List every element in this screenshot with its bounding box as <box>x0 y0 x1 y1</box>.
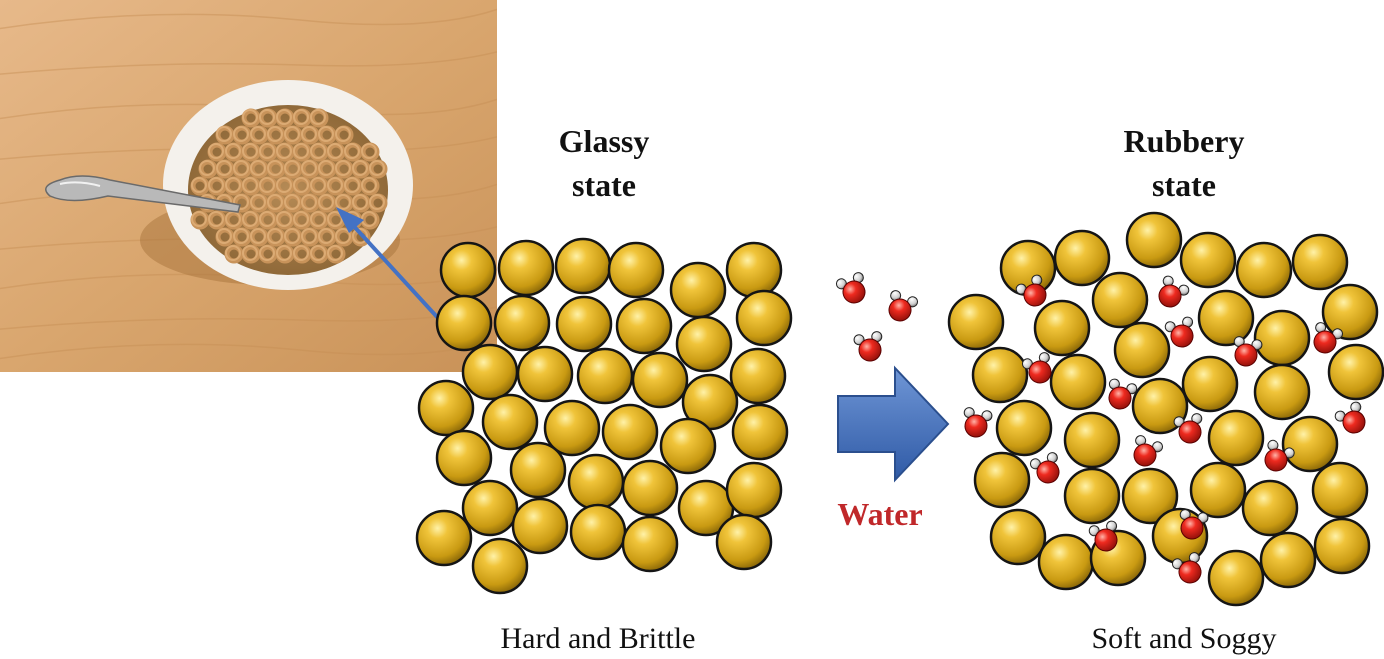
polymer-particle <box>499 241 553 295</box>
polymer-particle <box>617 299 671 353</box>
polymer-particle <box>1181 233 1235 287</box>
polymer-particle <box>1293 235 1347 289</box>
rubbery-particle-cluster <box>949 213 1383 605</box>
polymer-particle <box>733 405 787 459</box>
polymer-particle <box>511 443 565 497</box>
polymer-particle <box>437 431 491 485</box>
glassy-title-line2: state <box>572 167 636 203</box>
water-label: Water <box>837 496 922 532</box>
polymer-particle <box>727 463 781 517</box>
polymer-particle <box>557 297 611 351</box>
rubbery-title-line2: state <box>1152 167 1216 203</box>
polymer-particle <box>1315 519 1369 573</box>
polymer-particle <box>949 295 1003 349</box>
glassy-title-line1: Glassy <box>559 123 650 159</box>
polymer-particle <box>671 263 725 317</box>
rubbery-title-line1: Rubbery <box>1124 123 1245 159</box>
glassy-particle-cluster <box>417 239 791 593</box>
polymer-particle <box>1313 463 1367 517</box>
polymer-particle <box>623 461 677 515</box>
polymer-particle <box>1243 481 1297 535</box>
glassy-caption: Hard and Brittle <box>501 622 696 655</box>
polymer-particle <box>518 347 572 401</box>
rubbery-caption: Soft and Soggy <box>1091 622 1276 655</box>
polymer-particle <box>495 296 549 350</box>
polymer-particle <box>1035 301 1089 355</box>
polymer-particle <box>731 349 785 403</box>
polymer-particle <box>483 395 537 449</box>
polymer-particle <box>1261 533 1315 587</box>
polymer-particle <box>727 243 781 297</box>
polymer-particle <box>1329 345 1383 399</box>
polymer-particle <box>1255 311 1309 365</box>
water-molecule <box>1152 274 1190 312</box>
polymer-particle <box>556 239 610 293</box>
polymer-particle <box>473 539 527 593</box>
polymer-particle <box>1065 413 1119 467</box>
water-molecule <box>1333 400 1371 438</box>
polymer-particle <box>623 517 677 571</box>
polymer-particle <box>1065 469 1119 523</box>
polymer-particle <box>571 505 625 559</box>
polymer-particle <box>1093 273 1147 327</box>
polymer-particle <box>1255 365 1309 419</box>
polymer-particle <box>991 510 1045 564</box>
polymer-particle <box>661 419 715 473</box>
polymer-particle <box>1115 323 1169 377</box>
polymer-particle <box>441 243 495 297</box>
polymer-particle <box>975 453 1029 507</box>
polymer-particle <box>1323 285 1377 339</box>
polymer-particle <box>569 455 623 509</box>
water-molecule <box>960 407 992 439</box>
polymer-particle <box>1051 355 1105 409</box>
polymer-particle <box>633 353 687 407</box>
transition-arrow <box>838 368 948 480</box>
water-molecule <box>883 289 919 325</box>
water-molecule <box>835 271 871 307</box>
polymer-particle <box>717 515 771 569</box>
polymer-particle <box>1127 213 1181 267</box>
water-molecule <box>1173 413 1205 445</box>
polymer-particle <box>578 349 632 403</box>
polymer-particle <box>1183 357 1237 411</box>
polymer-particle <box>463 345 517 399</box>
polymer-particle <box>1055 231 1109 285</box>
polymer-particle <box>973 348 1027 402</box>
polymer-particle <box>437 296 491 350</box>
polymer-particle <box>419 381 473 435</box>
polymer-particle <box>1209 411 1263 465</box>
polymer-particle <box>417 511 471 565</box>
polymer-particle <box>1191 463 1245 517</box>
polymer-particle <box>609 243 663 297</box>
polymer-particle <box>1039 535 1093 589</box>
polymer-particle <box>677 317 731 371</box>
polymer-particle <box>1283 417 1337 471</box>
polymer-particle <box>997 401 1051 455</box>
polymer-particle <box>737 291 791 345</box>
polymer-particle <box>603 405 657 459</box>
polymer-particle <box>1237 243 1291 297</box>
polymer-particle <box>463 481 517 535</box>
water-molecule <box>1029 451 1065 487</box>
polymer-particle <box>1209 551 1263 605</box>
polymer-particle <box>1199 291 1253 345</box>
polymer-particle <box>513 499 567 553</box>
water-molecule <box>853 331 885 363</box>
water-molecule <box>1128 434 1164 470</box>
